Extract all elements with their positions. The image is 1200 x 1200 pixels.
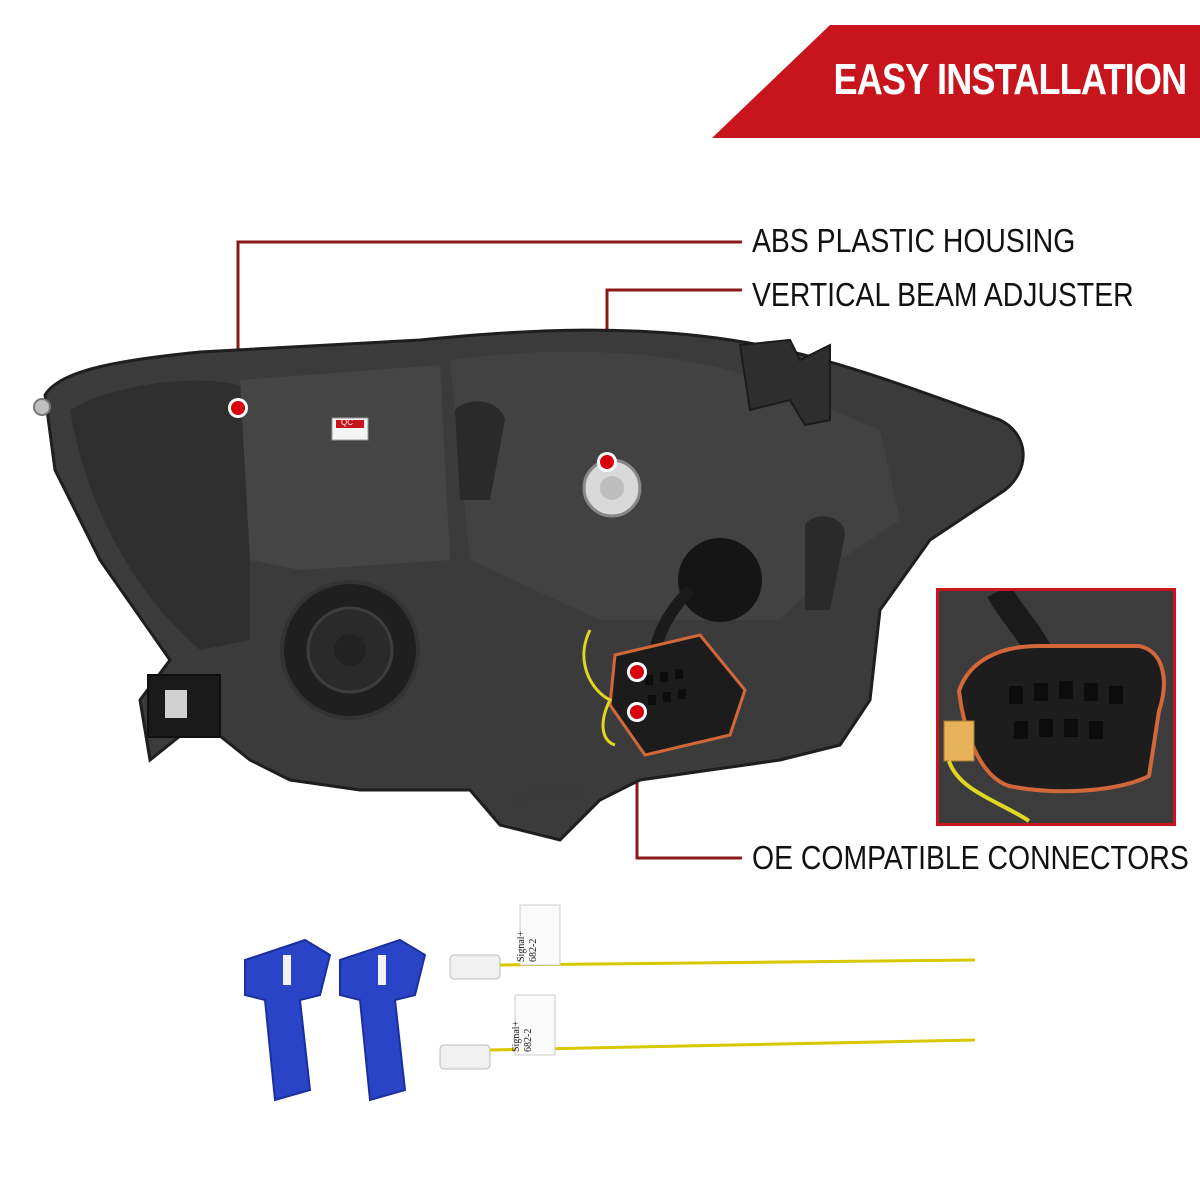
callout-abs-plastic-housing: ABS PLASTIC HOUSING	[752, 222, 1076, 259]
blue-tap-connector-2	[339, 938, 427, 1102]
headlight-housing	[33, 328, 1025, 842]
callout-markers	[228, 398, 647, 722]
callout-vertical-beam-adjuster: VERTICAL BEAM ADJUSTER	[752, 276, 1134, 313]
banner-title: EASY INSTALLATION	[833, 55, 1187, 104]
signal-wire-2	[439, 994, 976, 1070]
blue-tap-connector-1	[244, 938, 332, 1102]
wire-tag-1: Signal+ 682-2	[516, 930, 539, 962]
banner-background	[712, 25, 1200, 138]
wire-tag-2: Signal+ 682-2	[511, 1020, 534, 1052]
signal-wire-1	[449, 904, 976, 980]
connector-closeup-image	[939, 591, 1173, 823]
qc-sticker-text: QC	[341, 418, 353, 427]
callout-oe-compatible-connectors: OE COMPATIBLE CONNECTORS	[752, 839, 1189, 876]
connector-closeup-inset	[936, 588, 1176, 826]
